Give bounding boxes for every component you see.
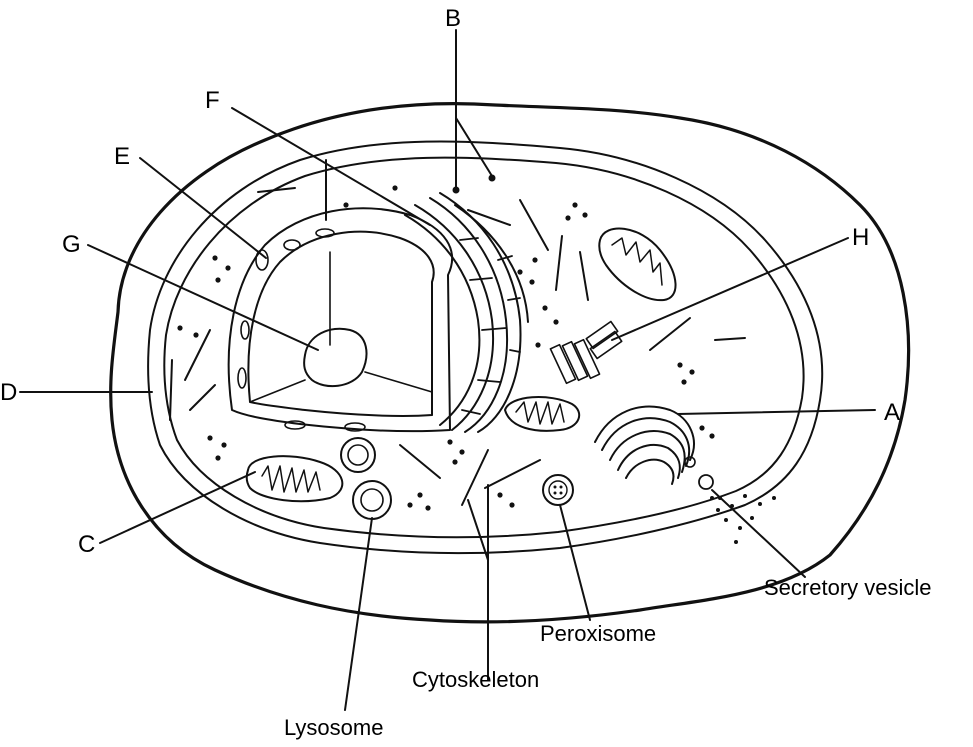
label-cytoskeleton: Cytoskeleton [412, 667, 539, 692]
label-peroxisome: Peroxisome [540, 621, 656, 646]
mitochondrion-upper [599, 229, 675, 301]
lysosome-upper [341, 438, 375, 472]
outer-cell-boundary [111, 104, 909, 622]
label-A: A [884, 399, 900, 426]
peroxisome-organelle [543, 475, 573, 505]
cytoskeleton-filaments [170, 160, 745, 505]
nucleolus [304, 329, 366, 386]
ribosome-dots [177, 185, 714, 510]
centrioles [550, 321, 621, 383]
label-secretory-vesicle: Secretory vesicle [764, 575, 932, 600]
label-H: H [852, 224, 869, 251]
label-B: B [445, 5, 461, 32]
label-G: G [62, 231, 81, 258]
golgi-apparatus [595, 407, 695, 484]
label-C: C [78, 531, 95, 558]
rough-endoplasmic-reticulum [405, 193, 528, 432]
label-lysosome: Lysosome [284, 715, 383, 740]
mitochondrion-lower [247, 456, 343, 501]
label-E: E [114, 143, 130, 170]
nucleus [229, 208, 452, 431]
lysosome-lower [353, 481, 391, 519]
mitochondrion-middle [505, 397, 579, 431]
label-F: F [205, 87, 220, 114]
secretory-vesicle [699, 475, 776, 544]
label-D: D [0, 379, 17, 406]
